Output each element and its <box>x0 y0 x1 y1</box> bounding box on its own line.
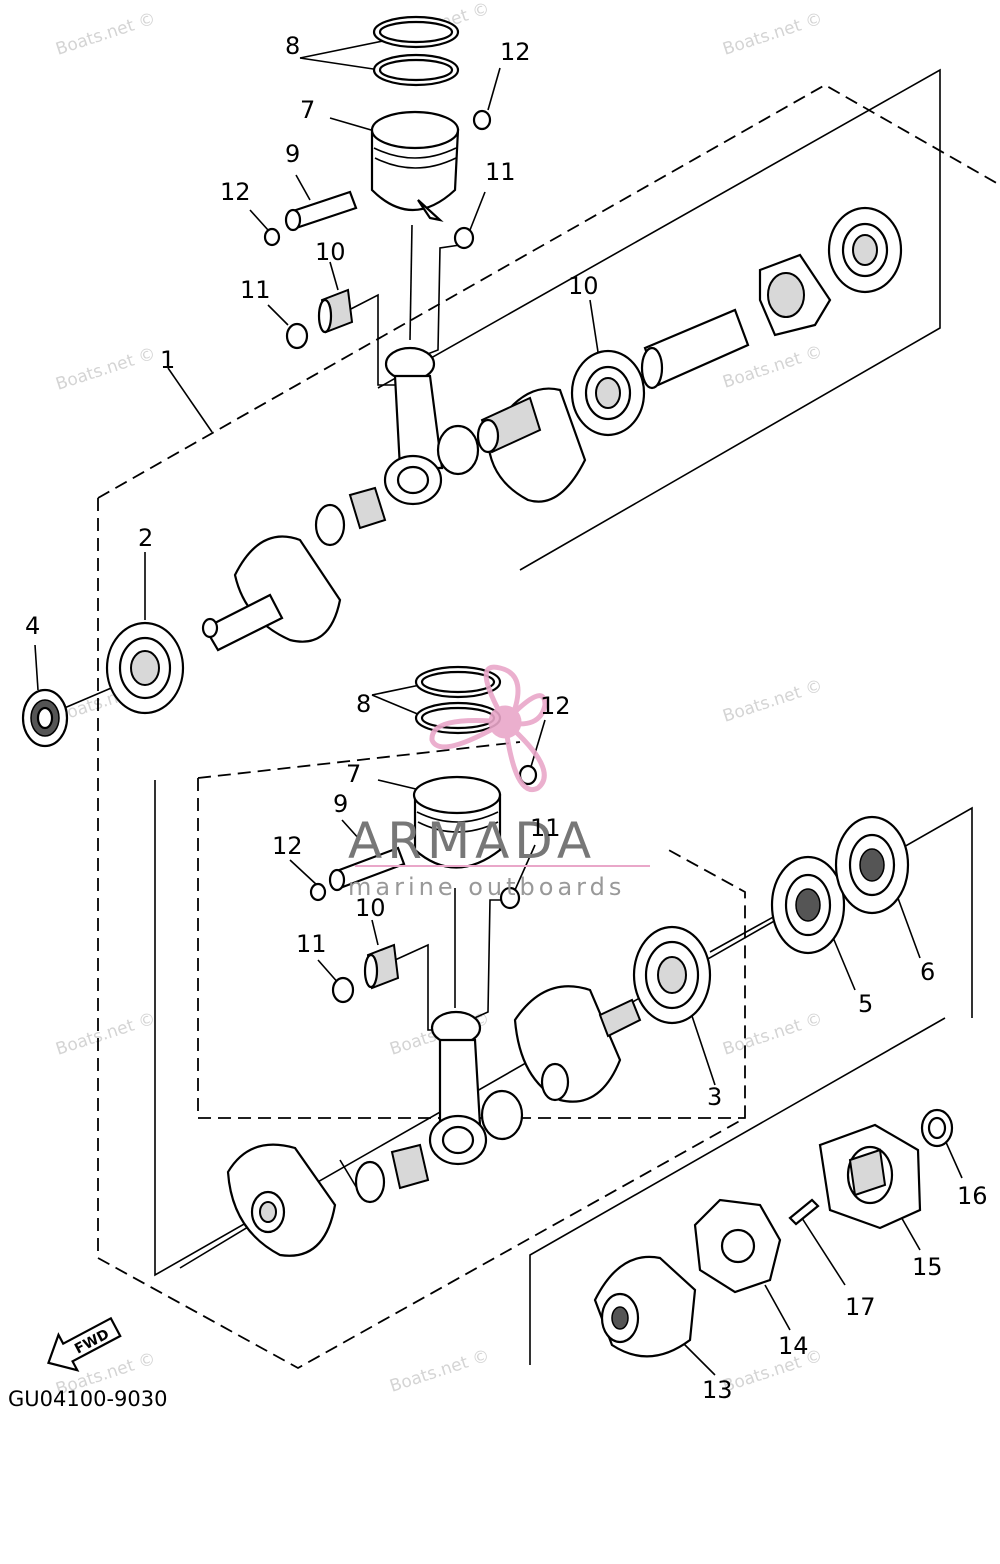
washer-16 <box>920 1108 954 1148</box>
coupling-15 <box>818 1123 922 1230</box>
upper-end-bearing <box>827 206 903 294</box>
callout-15: 15 <box>912 1253 943 1281</box>
upper-crank-web-right <box>476 387 587 503</box>
callout-8: 8 <box>285 32 300 60</box>
damper-14 <box>693 1198 782 1294</box>
callout-11: 11 <box>296 930 327 958</box>
lower-big-end-bearing <box>354 1143 430 1204</box>
callout-10: 10 <box>315 238 346 266</box>
upper-washer-left <box>285 322 309 350</box>
callout-16: 16 <box>957 1182 988 1210</box>
watermark: Boats.net © <box>53 1009 158 1060</box>
upper-clip-right <box>472 109 492 131</box>
watermark: Boats.net © <box>53 344 158 395</box>
upper-connecting-rod <box>383 346 444 506</box>
callout-11: 11 <box>240 276 271 304</box>
upper-piston-rings <box>372 15 460 87</box>
callout-17: 17 <box>845 1293 876 1321</box>
coupling-hub-13 <box>593 1255 697 1358</box>
brand-name: ARMADA <box>348 812 596 870</box>
watermark: Boats.net © <box>720 676 825 727</box>
callout-7: 7 <box>300 96 315 124</box>
oil-seal-4 <box>21 688 69 748</box>
callout-6: 6 <box>920 958 935 986</box>
watermark: Boats.net © <box>720 1009 825 1060</box>
washer-5 <box>770 855 846 955</box>
lower-clip-left <box>309 882 327 902</box>
callout-7: 7 <box>346 760 361 788</box>
lower-crank-web-left <box>226 1143 337 1257</box>
callout-11: 11 <box>530 814 561 842</box>
bracket-coupling <box>529 1017 946 1365</box>
callout-12: 12 <box>272 832 303 860</box>
lower-crank-web-right <box>513 985 642 1103</box>
callout-5: 5 <box>858 990 873 1018</box>
lower-piston <box>412 775 502 869</box>
watermark: Boats.net © <box>387 1346 492 1397</box>
upper-labyrinth-seal <box>758 253 832 337</box>
callout-9: 9 <box>285 140 300 168</box>
callout-labels: 1 2 3 4 5 6 8 12 7 9 12 11 10 11 10 8 12… <box>25 32 988 1404</box>
callout-3: 3 <box>707 1083 722 1111</box>
watermark: Boats.net © <box>720 1346 825 1397</box>
callout-8: 8 <box>356 690 371 718</box>
callout-12: 12 <box>540 692 571 720</box>
upper-main-bearing <box>570 349 646 437</box>
upper-needle-bearing-small <box>317 288 354 334</box>
bracket-upper <box>377 68 941 571</box>
callout-10: 10 <box>568 272 599 300</box>
upper-clip-left <box>263 227 281 247</box>
upper-thrust-washer <box>436 424 480 476</box>
callout-14: 14 <box>778 1332 809 1360</box>
pin-17 <box>788 1198 820 1226</box>
propeller-logo-icon <box>429 664 548 792</box>
callout-10: 10 <box>355 894 386 922</box>
callout-4: 4 <box>25 612 40 640</box>
upper-crank-web-left <box>201 535 342 652</box>
watermark: Boats.net © <box>720 9 825 60</box>
callout-12: 12 <box>500 38 531 66</box>
upper-piston-pin <box>284 190 358 232</box>
lower-needle-bearing-small <box>363 943 400 990</box>
watermark: Boats.net © <box>53 9 158 60</box>
brand-tagline: marine outboards <box>348 873 625 901</box>
callout-1: 1 <box>160 346 175 374</box>
lower-washer-left <box>331 976 355 1004</box>
callout-12: 12 <box>220 178 251 206</box>
lower-thrust-washer <box>480 1089 524 1141</box>
callout-2: 2 <box>138 524 153 552</box>
assembly-boundary-inner <box>197 741 745 1119</box>
lower-washer-right <box>499 886 521 910</box>
upper-washer-right <box>453 226 475 250</box>
upper-piston <box>370 110 460 222</box>
main-bearing-3 <box>632 925 712 1025</box>
assembly-boundary-outer <box>97 83 1000 1370</box>
diagram-code: GU04100-9030 <box>8 1387 167 1411</box>
main-bearing-2 <box>105 621 185 715</box>
lower-connecting-rod <box>428 1010 488 1166</box>
upper-big-end-bearing <box>314 486 387 547</box>
callout-13: 13 <box>702 1376 733 1404</box>
brand-logo: ARMADA marine outboards <box>348 664 650 901</box>
upper-crank-pin <box>640 308 750 390</box>
callout-9: 9 <box>333 790 348 818</box>
lower-clip-right <box>518 764 538 786</box>
lower-piston-pin <box>328 846 406 892</box>
callout-11: 11 <box>485 158 516 186</box>
bearing-6 <box>834 815 910 915</box>
